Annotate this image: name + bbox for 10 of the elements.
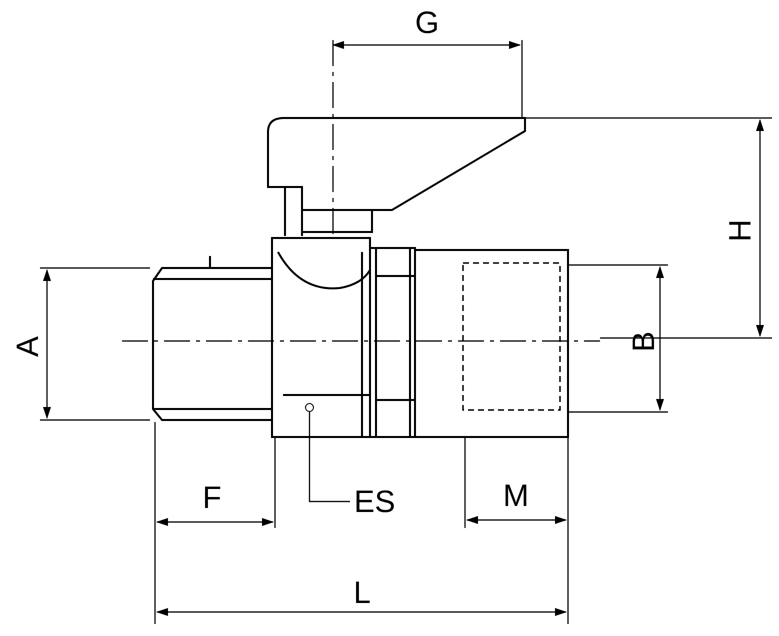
part-label: ES [354, 486, 396, 517]
dimension-label: F [202, 482, 222, 512]
dimension-label: A [11, 336, 42, 356]
dimension-label: L [354, 576, 371, 608]
dimension-label: M [503, 480, 529, 510]
dimension-label: B [627, 330, 658, 352]
dimension-label: H [724, 218, 756, 242]
drain-screw [305, 403, 314, 412]
leader-line [308, 412, 350, 502]
dimension-label: G [415, 6, 440, 38]
